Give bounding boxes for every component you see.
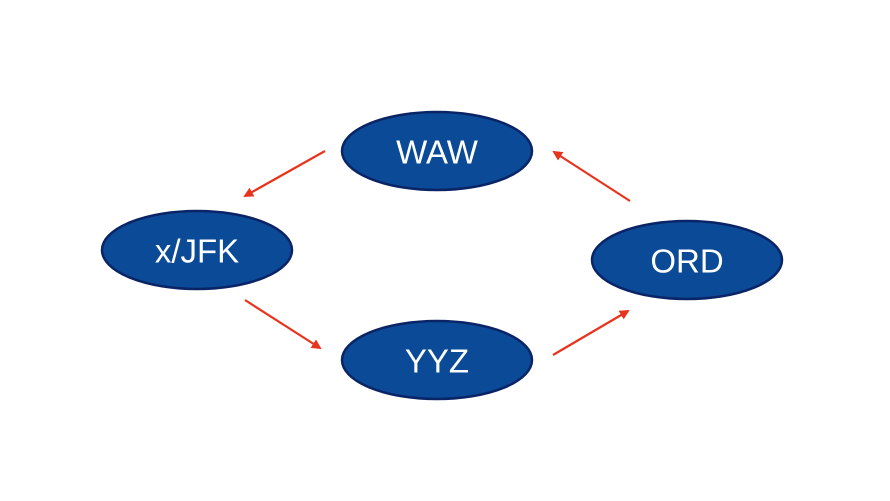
edge-waw-to-jfk bbox=[243, 150, 326, 197]
node-ord-ellipse bbox=[590, 219, 784, 301]
arrow-line bbox=[244, 299, 322, 350]
node-jfk-label: x/JFK bbox=[155, 233, 239, 270]
node-waw: WAW bbox=[340, 110, 534, 192]
node-jfk-ellipse bbox=[100, 209, 294, 291]
node-ord: ORD bbox=[590, 219, 784, 301]
node-yyz: YYZ bbox=[340, 319, 534, 401]
node-jfk: x/JFK bbox=[100, 209, 294, 291]
edge-yyz-to-ord bbox=[552, 309, 630, 356]
node-yyz-label: YYZ bbox=[405, 343, 469, 380]
node-waw-label: WAW bbox=[396, 134, 479, 171]
arrow-line bbox=[552, 150, 631, 202]
node-ord-label: ORD bbox=[650, 243, 723, 280]
arrow-line bbox=[243, 150, 326, 197]
arrow-line bbox=[552, 309, 630, 356]
node-waw-ellipse bbox=[340, 110, 534, 192]
edge-ord-to-waw bbox=[552, 150, 631, 202]
edge-jfk-to-yyz bbox=[244, 299, 322, 350]
node-yyz-ellipse bbox=[340, 319, 534, 401]
